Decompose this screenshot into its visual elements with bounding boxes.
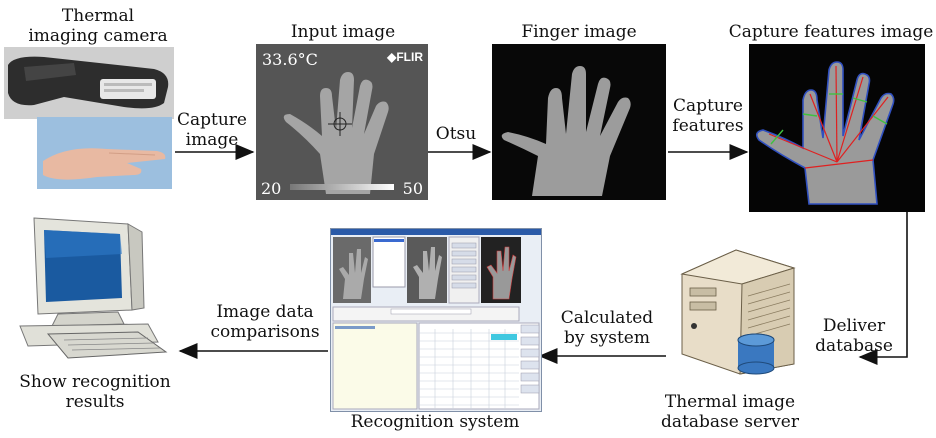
image-data-comparisons-label: Image data comparisons [200,302,330,342]
image-data-comparisons-label-line2: comparisons [210,322,320,342]
capture-features-label: Capture features [668,96,748,136]
database-server-label: Thermal image database server [640,392,820,432]
calculated-by-system-label-line1: Calculated [560,308,654,328]
input-image-title: Input image [290,22,396,42]
thermal-camera-title-line1: Thermal [61,6,135,26]
recognition-system-screenshot [330,228,542,412]
deliver-database-label-line2: database [815,336,893,356]
calculated-by-system-label-line2: by system [564,328,650,348]
flir-brand-text: FLIR [396,50,423,64]
show-recognition-results-line2: results [65,392,125,412]
deliver-database-label-line1: Deliver [822,316,886,336]
capture-features-image-title: Capture features image [728,22,934,42]
thermal-camera-title: Thermal imaging camera [0,6,196,46]
scale-max: 50 [402,179,423,198]
capture-image-label-line1: Capture [177,110,247,130]
calculated-by-system-label: Calculated by system [552,308,662,348]
image-data-comparisons-label-line1: Image data [216,302,314,322]
temperature-readout: 33.6°C [262,50,318,69]
scale-min: 20 [261,179,282,198]
database-server-label-line2: database server [661,412,799,432]
capture-image-label-line2: image [185,130,239,150]
flir-logo-icon: ◆ [387,50,397,64]
show-recognition-results-label: Show recognition results [0,372,190,412]
hand-photo [37,117,172,189]
finger-image [492,44,666,200]
recognition-system-label: Recognition system [350,412,520,432]
flir-logo: ◆FLIR [387,50,423,64]
arrow-deliver-database [858,212,908,365]
capture-features-label-line1: Capture [673,96,743,116]
capture-features-image [749,44,925,212]
otsu-label: Otsu [435,124,477,144]
finger-image-title: Finger image [521,22,637,42]
database-server-icon [672,244,800,376]
thermal-camera-title-line2: imaging camera [28,26,168,46]
capture-features-label-line2: features [672,116,744,136]
thermal-camera-photo [4,47,174,119]
capture-image-label: Capture image [176,110,248,150]
database-server-label-line1: Thermal image [664,392,796,412]
input-thermal-image: 33.6°C ◆FLIR 20 50 [256,44,428,200]
show-recognition-results-line1: Show recognition [19,372,171,392]
deliver-database-label: Deliver database [806,316,902,356]
computer-icon [8,214,178,364]
